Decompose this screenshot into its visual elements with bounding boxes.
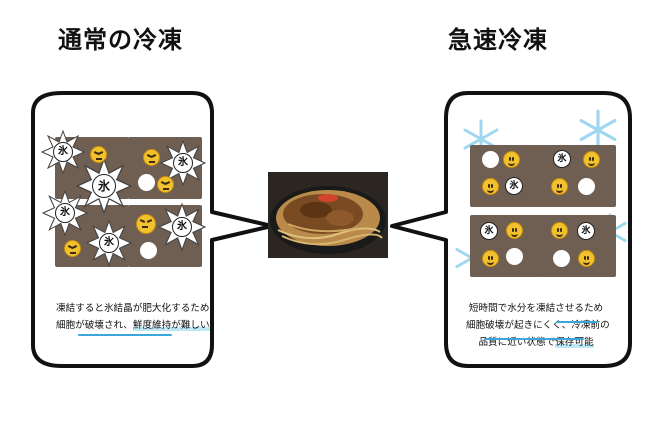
- yakisoba-photo: [268, 172, 388, 258]
- water-dot: [138, 174, 155, 191]
- left-caption-line1: 凍結すると氷結晶が肥大化するため: [56, 303, 210, 314]
- right-caption-line2: 細胞破壊が起きにくく、冷凍前の: [466, 320, 610, 331]
- right-caption-underline-2: [484, 338, 584, 340]
- water-dot: [140, 242, 157, 259]
- ice-crystal: 氷: [53, 142, 73, 162]
- water-dot: [578, 178, 595, 195]
- smiley-face-icon: [583, 151, 600, 168]
- left-caption-line2-a: 細胞が破壊され、: [56, 320, 133, 331]
- left-caption-underline: [78, 334, 172, 336]
- ice-crystal: 氷: [92, 174, 116, 198]
- water-dot: [506, 248, 523, 265]
- left-title: 通常の冷凍: [58, 26, 183, 54]
- water-dot: [482, 151, 499, 168]
- food-image: [268, 172, 388, 258]
- right-title: 急速冷凍: [448, 26, 548, 54]
- left-caption: 凍結すると氷結晶が肥大化するため 細胞が破壊され、鮮度維持が難しい: [56, 300, 231, 334]
- smiley-face-icon: [551, 178, 568, 195]
- distressed-face-icon: [136, 214, 156, 234]
- left-caption-highlight: 鮮度維持が難しい: [132, 320, 210, 331]
- right-caption-line3: 品質に近い状態で保存可能: [466, 334, 606, 351]
- distressed-face-icon: [90, 146, 107, 163]
- snowflake-icon: [579, 109, 617, 151]
- right-caption-highlight: 保存可能: [555, 337, 594, 348]
- smiley-face-icon: [482, 178, 499, 195]
- left-caption-line2: 細胞が破壊され、鮮度維持が難しい: [56, 317, 231, 334]
- distressed-face-icon: [157, 176, 174, 193]
- ice-crystal: 氷: [505, 177, 523, 195]
- right-caption-line3-a: 品質に近い状態で: [478, 337, 556, 348]
- right-caption-line1: 短時間で水分を凍結させるため: [468, 303, 604, 314]
- smiley-face-icon: [503, 151, 520, 168]
- right-caption: 短時間で水分を凍結させるため 細胞破壊が起きにくく、冷凍前の 品質に近い状態で保…: [466, 300, 610, 351]
- water-dot: [553, 250, 570, 267]
- distressed-face-icon: [64, 240, 81, 257]
- right-caption-underline: [556, 321, 598, 323]
- ice-crystal: 氷: [172, 217, 192, 237]
- ice-crystal: 氷: [480, 222, 498, 240]
- smiley-face-icon: [506, 222, 523, 239]
- ice-crystal: 氷: [55, 203, 75, 223]
- ice-crystal: 氷: [553, 150, 571, 168]
- ice-crystal: 氷: [99, 233, 119, 253]
- smiley-face-icon: [578, 250, 595, 267]
- smiley-face-icon: [551, 222, 568, 239]
- ice-crystal: 氷: [577, 222, 595, 240]
- smiley-face-icon: [482, 250, 499, 267]
- ice-crystal: 氷: [173, 153, 193, 173]
- distressed-face-icon: [143, 149, 160, 166]
